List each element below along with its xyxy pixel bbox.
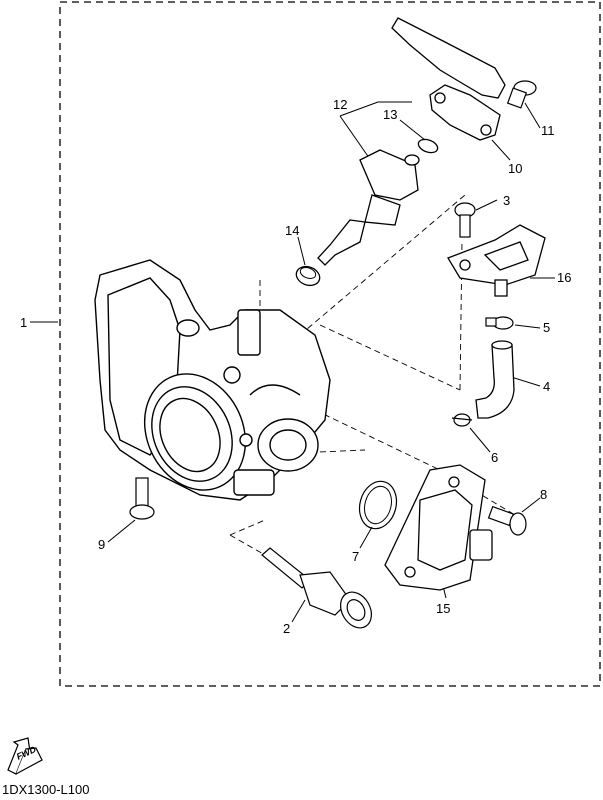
hose-4 (475, 340, 515, 419)
assembly-boundary (59, 1, 601, 687)
screw-3 (454, 202, 476, 238)
callout-3: 3 (503, 193, 511, 208)
forward-arrow-icon (7, 737, 43, 775)
callout-10: 10 (508, 161, 523, 176)
injector-12 (317, 149, 420, 266)
callout-13: 13 (383, 107, 398, 122)
clamp-5 (485, 316, 514, 330)
diagram-code: 1DX1300-L100 (2, 782, 90, 797)
callout-8: 8 (540, 487, 548, 502)
callout-14: 14 (285, 223, 300, 238)
callout-11: 11 (541, 123, 555, 138)
callout-16: 16 (557, 270, 572, 285)
o-ring-13 (417, 138, 439, 154)
callout-7: 7 (352, 549, 360, 564)
throttle-body (94, 259, 331, 501)
callout-15: 15 (436, 601, 451, 616)
fuel-holder-10 (391, 17, 506, 141)
bolt-9 (129, 477, 155, 520)
callout-5: 5 (543, 320, 551, 335)
sensor-15 (384, 464, 493, 591)
bolt-11 (506, 80, 537, 109)
seal-14 (295, 265, 321, 287)
screw-8 (487, 505, 527, 536)
callout-9: 9 (98, 537, 106, 552)
leader-lines (30, 101, 555, 623)
callout-4: 4 (543, 379, 551, 394)
callout-2: 2 (283, 621, 291, 636)
callout-6: 6 (491, 450, 499, 465)
clip-6 (451, 413, 473, 427)
callout-1: 1 (20, 315, 28, 330)
callout-12: 12 (333, 97, 348, 112)
sensor-16 (447, 224, 546, 297)
sensor-2 (261, 547, 373, 629)
o-ring-7 (358, 480, 398, 530)
